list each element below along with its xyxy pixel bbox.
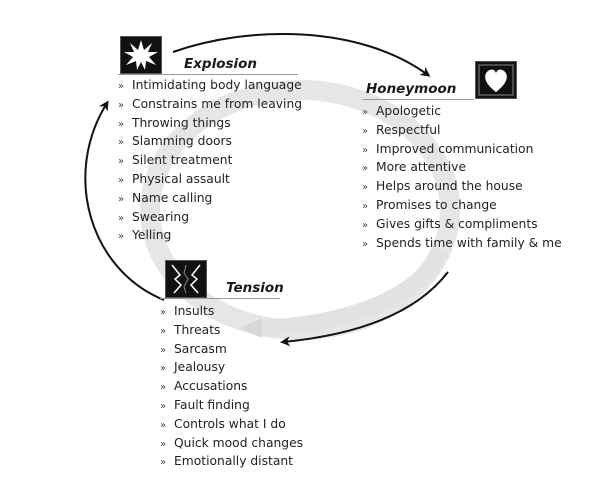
- tension-list-item: » Emotionally distant: [160, 453, 303, 472]
- bullet-marker: »: [118, 231, 125, 243]
- explosion-list-item: » Name calling: [118, 190, 302, 209]
- tension-item-label: Fault finding: [174, 397, 250, 412]
- bullet-marker: »: [160, 438, 167, 450]
- explosion-divider: [118, 74, 298, 75]
- explosion-list-item: » Slamming doors: [118, 133, 302, 152]
- tension-list-item: » Jealousy: [160, 359, 303, 378]
- tension-list-item: » Quick mood changes: [160, 435, 303, 454]
- honeymoon-list-item: » Gives gifts & compliments: [362, 216, 562, 235]
- bullet-marker: »: [118, 156, 125, 168]
- explosion-item-label: Throwing things: [132, 115, 231, 130]
- honeymoon-title: Honeymoon: [366, 81, 457, 97]
- bullet-marker: »: [160, 457, 167, 469]
- bullet-marker: »: [362, 107, 369, 118]
- explosion-item-label: Slamming doors: [132, 134, 232, 149]
- bullet-marker: »: [362, 125, 369, 137]
- honeymoon-item-label: Spends time with family & me: [376, 235, 562, 250]
- explosion-item-label: Swearing: [132, 209, 190, 224]
- explosion-item-label: Name calling: [132, 190, 213, 205]
- bullet-marker: »: [118, 212, 125, 224]
- bullet-marker: »: [118, 81, 125, 92]
- honeymoon-list-item: » Spends time with family & me: [362, 235, 562, 254]
- explosion-list-item: » Intimidating body language: [118, 77, 302, 96]
- bullet-marker: »: [160, 400, 167, 412]
- bullet-marker: »: [118, 193, 125, 205]
- explosion-icon: [120, 36, 162, 74]
- tension-list-item: » Insults: [160, 303, 303, 322]
- cycle-swirl-tail: [257, 246, 448, 336]
- tension-list-item: » Fault finding: [160, 397, 303, 416]
- honeymoon-item-label: More attentive: [376, 160, 467, 175]
- explosion-item-label: Yelling: [132, 228, 172, 243]
- explosion-item-label: Intimidating body language: [132, 78, 302, 92]
- honeymoon-item-label: Gives gifts & compliments: [376, 216, 538, 231]
- bullet-marker: »: [118, 99, 125, 111]
- tension-list-item: » Controls what I do: [160, 416, 303, 435]
- explosion-list-item: » Throwing things: [118, 115, 302, 134]
- cycle-swirl-head: [240, 318, 262, 338]
- bullet-marker: »: [362, 163, 369, 175]
- honeymoon-list-item: » Improved communication: [362, 141, 562, 160]
- honeymoon-list-item: » Apologetic: [362, 103, 562, 122]
- bullet-marker: »: [118, 174, 125, 186]
- tension-item-label: Quick mood changes: [174, 435, 304, 450]
- honeymoon-list-item: » Promises to change: [362, 197, 562, 216]
- honeymoon-divider: [362, 99, 474, 100]
- explosion-list-item: » Yelling: [118, 227, 302, 246]
- tension-item-label: Sarcasm: [174, 341, 227, 356]
- bullet-marker: »: [160, 419, 167, 431]
- tension-divider: [160, 298, 280, 299]
- tension-item-label: Jealousy: [174, 360, 226, 375]
- explosion-list: » Intimidating body language » Constrains m…: [118, 77, 302, 246]
- explosion-list-item: » Constrains me from leaving: [118, 96, 302, 115]
- bullet-marker: »: [118, 137, 125, 149]
- honeymoon-item-label: Respectful: [376, 122, 441, 137]
- tension-item-label: Threats: [174, 322, 221, 337]
- arrow-explosion-to-honeymoon: [172, 32, 431, 77]
- bullet-marker: »: [160, 382, 167, 394]
- heart-icon: [475, 61, 517, 99]
- explosion-item-label: Constrains me from leaving: [132, 96, 303, 111]
- tension-list: » Insults » Threats » Sarcasm » Jealousy » Accusa…: [160, 303, 303, 472]
- honeymoon-item-label: Helps around the house: [376, 179, 523, 194]
- tension-item-label: Accusations: [174, 379, 248, 394]
- honeymoon-list-item: » Respectful: [362, 122, 562, 141]
- honeymoon-item-label: Apologetic: [376, 104, 442, 118]
- bullet-marker: »: [362, 182, 369, 194]
- explosion-list-item: » Silent treatment: [118, 152, 302, 171]
- arrow-honeymoon-to-tension: [280, 271, 449, 347]
- arrow-tension-to-explosion: [84, 100, 165, 301]
- bullet-marker: »: [160, 344, 167, 356]
- explosion-item-label: Silent treatment: [132, 153, 233, 168]
- explosion-list-item: » Swearing: [118, 209, 302, 228]
- honeymoon-item-label: Improved communication: [376, 141, 534, 156]
- bullet-marker: »: [362, 144, 369, 156]
- bullet-marker: »: [362, 238, 369, 250]
- honeymoon-list-item: » More attentive: [362, 159, 562, 178]
- explosion-list-item: » Physical assault: [118, 171, 302, 190]
- explosion-item-label: Physical assault: [132, 171, 230, 186]
- tension-item-label: Emotionally distant: [174, 454, 293, 469]
- tension-icon: [165, 260, 207, 298]
- tension-item-label: Controls what I do: [174, 416, 286, 431]
- honeymoon-list-item: » Helps around the house: [362, 178, 562, 197]
- tension-list-item: » Accusations: [160, 378, 303, 397]
- explosion-title: Explosion: [184, 56, 258, 72]
- bullet-marker: »: [160, 325, 167, 337]
- tension-title: Tension: [226, 280, 284, 296]
- honeymoon-list: » Apologetic » Respectful » Improved communic…: [362, 103, 562, 253]
- bullet-marker: »: [362, 200, 369, 212]
- bullet-marker: »: [160, 307, 167, 318]
- bullet-marker: »: [118, 118, 125, 130]
- tension-list-item: » Threats: [160, 322, 303, 341]
- bullet-marker: »: [160, 363, 167, 375]
- tension-list-item: » Sarcasm: [160, 341, 303, 360]
- honeymoon-item-label: Promises to change: [376, 197, 497, 212]
- tension-item-label: Insults: [174, 304, 215, 318]
- bullet-marker: »: [362, 219, 369, 231]
